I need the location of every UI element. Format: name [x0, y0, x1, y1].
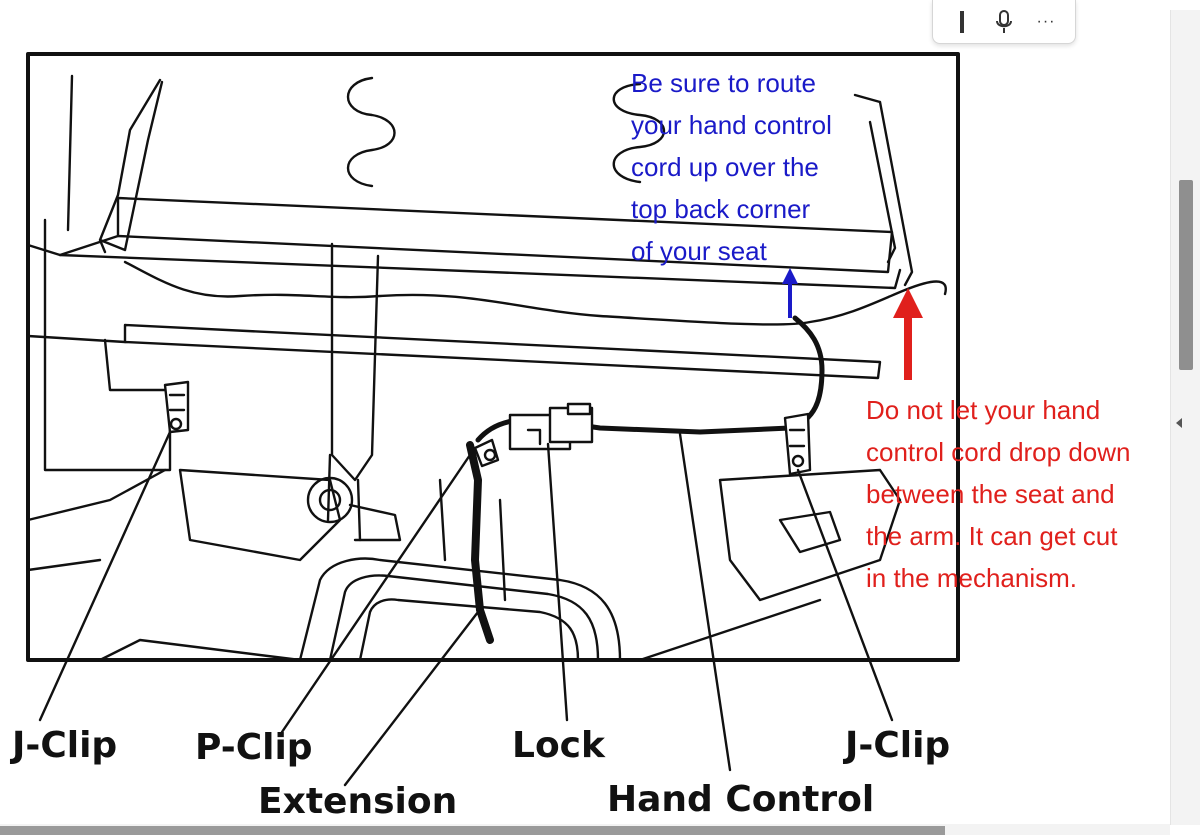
more-options-button[interactable]: ···	[1029, 5, 1063, 39]
j-clip-left-drawing	[163, 380, 190, 434]
floating-toolbar: ···	[932, 0, 1076, 44]
note-line: Do not let your hand	[866, 395, 1101, 425]
lower-rail	[123, 323, 882, 380]
spring-left	[346, 76, 396, 188]
mechanism-body	[178, 468, 342, 562]
p-clip-drawing	[473, 438, 500, 468]
backrest-left-side	[66, 74, 164, 254]
vertical-scroll-thumb[interactable]	[1179, 180, 1193, 370]
leader-j-clip-left	[38, 430, 172, 722]
red-up-arrow	[893, 288, 923, 380]
microphone-button[interactable]	[987, 5, 1021, 39]
note-line: of your seat	[631, 236, 767, 266]
horizontal-scrollbar[interactable]	[0, 824, 1170, 835]
leader-p-clip	[280, 450, 474, 734]
horizontal-scroll-thumb[interactable]	[0, 826, 945, 835]
warning-note: Do not let your hand control cord drop d…	[866, 389, 1130, 599]
collapse-pane-icon[interactable]	[1176, 418, 1182, 428]
note-line: in the mechanism.	[866, 563, 1077, 593]
leader-extension	[343, 610, 480, 787]
note-line: cord up over the	[631, 152, 819, 182]
text-cursor-icon	[960, 10, 964, 33]
extension-cable	[466, 441, 494, 644]
diagram-frame	[26, 52, 960, 662]
blue-up-arrow	[782, 268, 798, 318]
note-line: control cord drop down	[866, 437, 1131, 467]
lock-connector	[508, 402, 594, 451]
more-options-icon: ···	[1036, 12, 1056, 30]
label-j-clip-left: J-Clip	[12, 725, 118, 766]
leader-lock	[546, 442, 569, 722]
label-extension: Extension	[258, 781, 458, 822]
pivot-knob	[306, 476, 354, 524]
seat-crossbar	[116, 196, 894, 274]
center-post	[330, 242, 380, 482]
spring-right	[612, 82, 666, 184]
leader-hand-control	[678, 432, 732, 772]
routing-instruction: Be sure to route your hand control cord …	[631, 62, 832, 272]
label-lock: Lock	[512, 725, 605, 766]
backrest-right-side	[853, 93, 914, 287]
label-hand-control: Hand Control	[607, 779, 875, 820]
note-line: Be sure to route	[631, 68, 816, 98]
label-p-clip: P-Clip	[195, 727, 313, 768]
vertical-scrollbar[interactable]	[1170, 10, 1200, 825]
label-j-clip-right: J-Clip	[845, 725, 951, 766]
note-line: top back corner	[631, 194, 811, 224]
right-housing	[718, 468, 902, 602]
seat-fabric	[123, 260, 947, 326]
microphone-icon	[996, 9, 1012, 33]
note-line: your hand control	[631, 110, 832, 140]
note-line: between the seat and	[866, 479, 1115, 509]
text-cursor-button[interactable]	[945, 5, 979, 39]
j-clip-right-drawing	[783, 412, 812, 476]
lower-tubes	[298, 557, 622, 662]
note-line: the arm. It can get cut	[866, 521, 1118, 551]
leader-j-clip-right	[796, 468, 894, 722]
